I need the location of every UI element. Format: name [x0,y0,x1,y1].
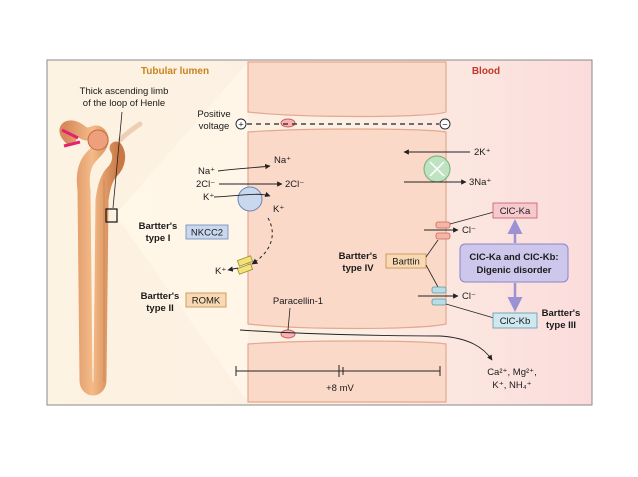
clc-ka-pointer [449,211,495,225]
ion-cl-ka: Cl⁻ [462,225,476,236]
ion-cl-kb: Cl⁻ [462,291,476,302]
digenic-label-1: ClC-Ka and ClC-Kb: [469,252,558,263]
blood-header: Blood [472,66,500,77]
ion-na-pump: 3Na⁺ [469,177,491,188]
k-recycling-path [251,217,273,265]
bartter-type3-label-2: type III [546,320,576,331]
thick-limb-label-1: Thick ascending limb [80,86,169,97]
bartter-type1-label-1: Bartter's [139,221,178,232]
paracellular-flux-line [239,329,493,361]
positive-voltage-label-1: Positive [197,109,230,120]
bartter-type4-label-1: Bartter's [339,251,378,262]
ion-k-pump: 2K⁺ [474,147,491,158]
nkcc2-transporter [237,186,263,212]
clc-kb-pointer [445,303,495,319]
clc-kb-box [492,312,538,329]
bartter-type2-label-1: Bartter's [141,291,180,302]
ion-na-in: Na⁺ [198,166,215,177]
paracellin-pointer [287,307,291,331]
thick-limb-label-2: of the loop of Henle [83,98,165,109]
nephron-zoom-box [105,208,118,223]
barttin-label: Barttin [392,257,419,268]
plus-terminal [235,118,247,130]
plus-sign: + [238,120,243,130]
lumen-header: Tubular lumen [141,66,209,77]
ion-k-out: K⁺ [273,204,284,215]
digenic-label-2: Digenic disorder [477,265,552,276]
minus-sign: − [442,120,447,130]
barttin-box [385,253,427,269]
voltage-value: +8 mV [326,383,354,394]
clc-kb-channel [431,286,447,306]
k-arrow [213,191,271,198]
ion-na-out: Na⁺ [274,155,291,166]
romk-channel [236,255,254,275]
paracellin-label: Paracellin-1 [273,296,323,307]
tight-junction-paracellin [280,329,296,339]
ion-cl-in: 2Cl⁻ [196,179,215,190]
barttin-pointer-ka [425,239,439,258]
divalent-ions-label-2: K⁺, NH₄⁺ [492,380,531,391]
nkcc2-box [185,224,229,240]
clc-ka-label: ClC-Ka [500,206,531,217]
na-arrow [217,163,271,172]
bartter-type2-label-2: type II [146,303,173,314]
divalent-ions-label-1: Ca²⁺, Mg²⁺, [487,367,537,378]
ion-k-romk: K⁺ [215,266,226,277]
ion-cl-out: 2Cl⁻ [285,179,304,190]
clc-kb-label: ClC-Kb [500,316,531,327]
zoom-cone [112,62,248,402]
ion-k-in: K⁺ [203,192,214,203]
pump-cross [429,161,445,177]
nkcc2-label: NKCC2 [191,228,223,239]
bartter-type1-label-2: type I [146,233,171,244]
epithelial-cells [247,61,447,403]
thick-limb-pointer [112,111,123,209]
digenic-box [459,243,569,283]
bartter-type4-label-2: type IV [342,263,374,274]
nephron-illustration [59,120,143,396]
bartter-type3-label-1: Bartter's [542,308,581,319]
barttin-pointer-kb [425,264,439,288]
k-romk-arrow [227,266,239,272]
positive-voltage-label-2: voltage [199,121,230,132]
minus-terminal [439,118,451,130]
clc-ka-box [492,202,538,219]
clc-ka-channel [435,221,451,240]
tight-junction-top [280,118,296,128]
romk-label: ROMK [192,296,221,307]
romk-box [185,292,227,308]
